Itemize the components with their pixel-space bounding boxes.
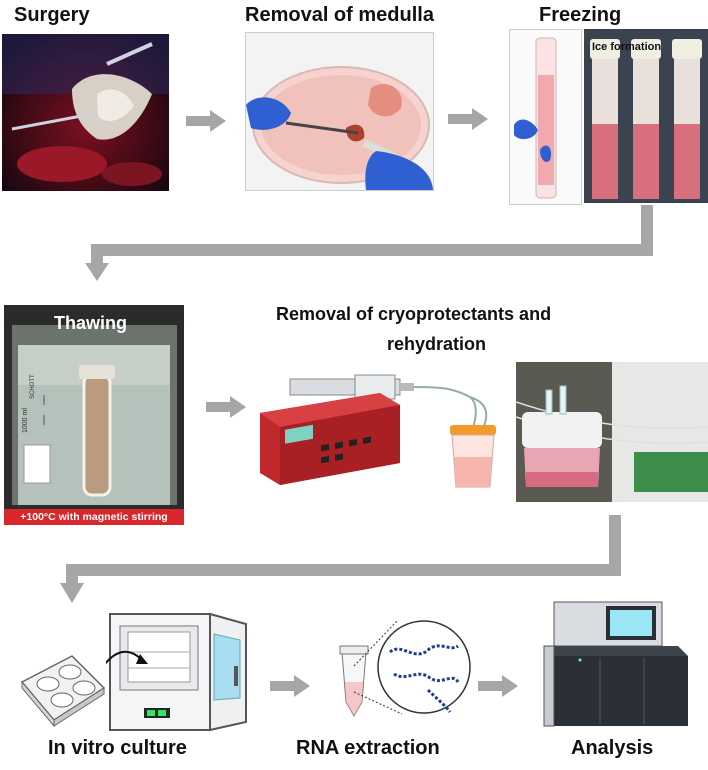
- arrow-surgery-to-removal: [186, 110, 226, 132]
- label-removal-cryoprotectants-line1: Removal of cryoprotectants and: [276, 304, 552, 324]
- label-in-vitro-culture: In vitro culture: [48, 737, 187, 759]
- arrow-rna-to-analysis: [478, 675, 518, 697]
- arrow-culture-to-rna: [270, 675, 310, 697]
- label-rna-extraction: RNA extraction: [296, 737, 440, 759]
- beaker-brand: SCHOTT: [30, 374, 36, 399]
- label-freezing: Freezing: [539, 4, 622, 26]
- thawing-label: Thawing: [54, 313, 127, 333]
- ice-formation-label: Ice formation: [592, 41, 662, 53]
- syringe-pump-illustration: [255, 365, 510, 495]
- surgery-photo: [2, 34, 169, 191]
- thawing-photo: SCHOTT 1000 ml Thawing +100°C with magne…: [4, 305, 184, 525]
- arrow-thawing-to-pump: [206, 396, 246, 418]
- label-removal-medulla: Removal of medulla: [245, 4, 434, 26]
- arrow-removal-to-freezing: [448, 108, 488, 130]
- label-removal-cryoprotectants-line2: rehydration: [387, 334, 487, 354]
- freezing-ice-photo: Ice formation: [584, 29, 708, 203]
- label-surgery: Surgery: [14, 4, 90, 26]
- freezing-tube-photo: [509, 29, 582, 205]
- thawing-condition: +100°C with magnetic stirring: [4, 509, 184, 525]
- label-analysis: Analysis: [571, 737, 654, 759]
- arrow-rehydration-to-culture: [60, 515, 621, 603]
- rna-extraction-illustration: [332, 612, 472, 724]
- rehydration-photo: [516, 362, 708, 502]
- culture-plate-illustration: [18, 648, 106, 730]
- beaker-volume: 1000 ml: [22, 408, 29, 433]
- sequencer-illustration: [540, 598, 690, 733]
- removal-medulla-photo: [245, 32, 434, 191]
- arrow-freezing-to-thawing: [85, 205, 653, 281]
- incubator-illustration: [106, 608, 254, 738]
